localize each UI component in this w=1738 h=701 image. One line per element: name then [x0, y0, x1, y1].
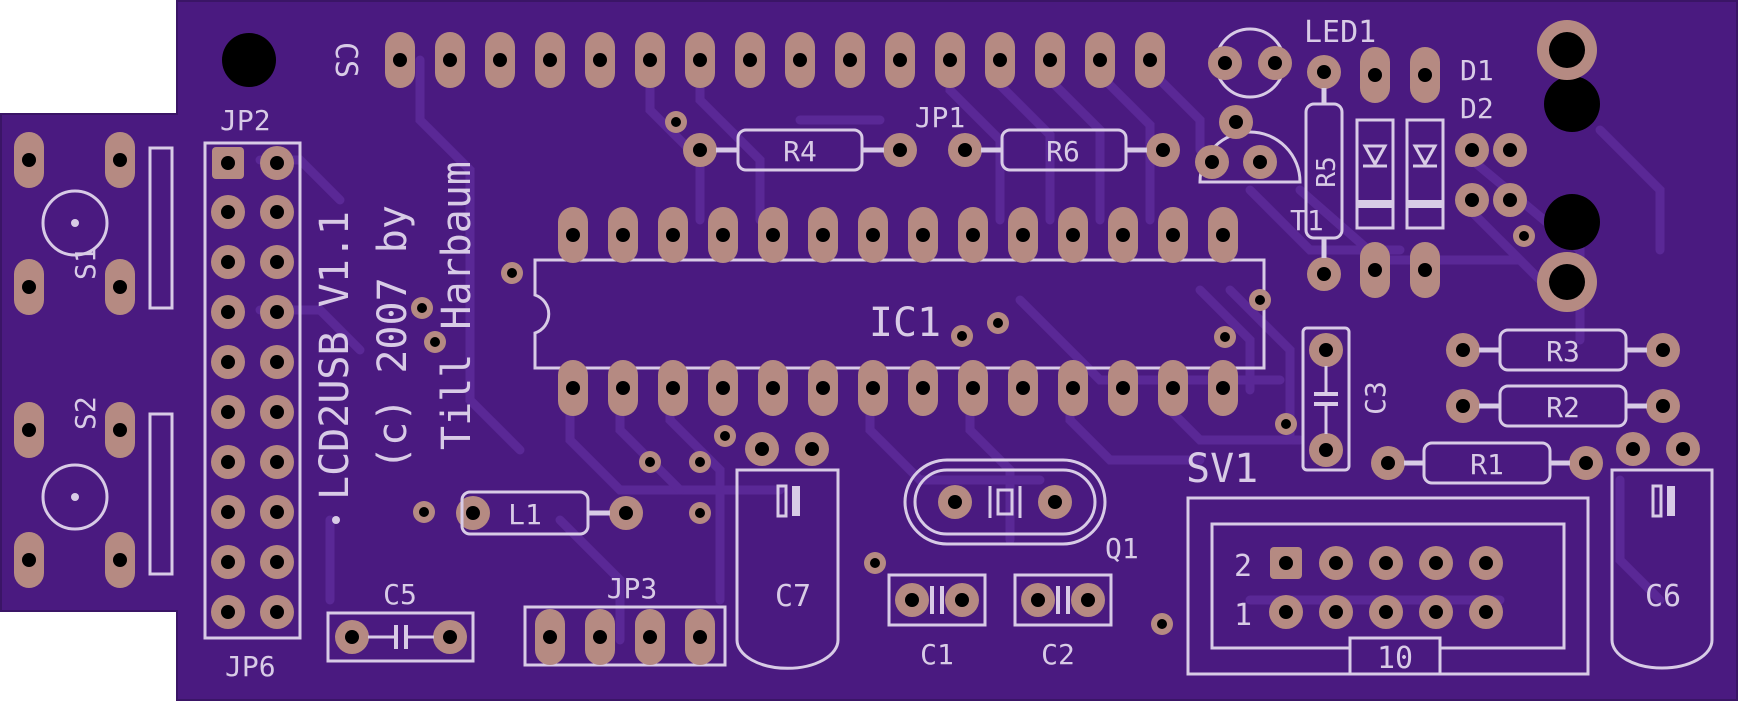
diode-d1 — [1355, 47, 1395, 298]
capacitor-c3: C3 — [1301, 326, 1392, 472]
d1-label: D1 — [1460, 54, 1494, 87]
chip-ic1: IC1 — [533, 207, 1266, 416]
cs-label: CS — [328, 42, 363, 78]
sv1-pin2-label: 2 — [1234, 549, 1252, 584]
diode-d2: D1 D2 — [1405, 47, 1494, 298]
ic1-label: IC1 — [869, 300, 941, 346]
sv1-label: SV1 — [1186, 446, 1258, 492]
c6-label: C6 — [1645, 579, 1681, 614]
crystal-q1: Q1 — [903, 458, 1139, 565]
s2-label: S2 — [69, 396, 102, 430]
jp6-label: JP6 — [225, 650, 276, 683]
resistor-r5: R5 — [1304, 55, 1344, 291]
switch-s1: S1 — [14, 132, 174, 315]
led-led1: LED1 — [1208, 15, 1376, 99]
resistor-r6: JP1 R6 — [915, 101, 1180, 172]
mounting-holes — [222, 20, 1600, 312]
capacitor-c5: C5 — [326, 578, 475, 663]
board-copyright: (c) 2007 by — [370, 205, 416, 470]
header-jp2-jp6: JP2 JP6 — [203, 104, 302, 683]
board-author: Till Harbaum — [434, 161, 480, 450]
header-jp3: JP3 — [523, 572, 727, 667]
q1-label: Q1 — [1105, 532, 1139, 565]
capacitor-c2: C2 — [1013, 573, 1113, 671]
r2-label: R2 — [1546, 391, 1580, 424]
d2-label: D2 — [1460, 92, 1494, 125]
c3-label: C3 — [1359, 381, 1392, 415]
led1-label: LED1 — [1304, 15, 1376, 50]
resistor-r2: R2 — [1446, 384, 1680, 428]
r4-label: R4 — [783, 135, 817, 168]
connector-sv1: SV1 2 1 10 — [1186, 446, 1590, 676]
sv1-key-label: 10 — [1377, 641, 1413, 676]
c2-label: C2 — [1041, 638, 1075, 671]
board-credits: LCD2USB V1.1 (c) 2007 by Till Harbaum — [312, 161, 480, 524]
switch-s2: S2 — [14, 396, 174, 588]
capacitor-c7: C7 — [735, 432, 840, 670]
r3-label: R3 — [1546, 335, 1580, 368]
inductor-l1: L1 — [413, 490, 643, 536]
resistor-r4: R4 — [665, 111, 917, 172]
r5-label: R5 — [1312, 156, 1342, 187]
jp2-label: JP2 — [220, 104, 271, 137]
l1-label: L1 — [508, 498, 542, 531]
r6-label: R6 — [1046, 135, 1080, 168]
capacitor-c1: C1 — [887, 573, 987, 671]
c5-label: C5 — [383, 578, 417, 611]
r1-label: R1 — [1470, 448, 1504, 481]
capacitor-c6: C6 — [1610, 432, 1714, 670]
c1-label: C1 — [920, 638, 954, 671]
sv1-pin1-label: 1 — [1234, 598, 1252, 633]
board-title: LCD2USB V1.1 — [312, 211, 358, 500]
resistor-r1: R1 — [1371, 441, 1603, 485]
s1-label: S1 — [69, 246, 102, 280]
c7-label: C7 — [775, 579, 811, 614]
jp1-label: JP1 — [915, 101, 966, 134]
resistor-r3: R3 — [1446, 328, 1680, 372]
jp3-label: JP3 — [607, 572, 658, 605]
top-header: CS — [328, 32, 1165, 88]
